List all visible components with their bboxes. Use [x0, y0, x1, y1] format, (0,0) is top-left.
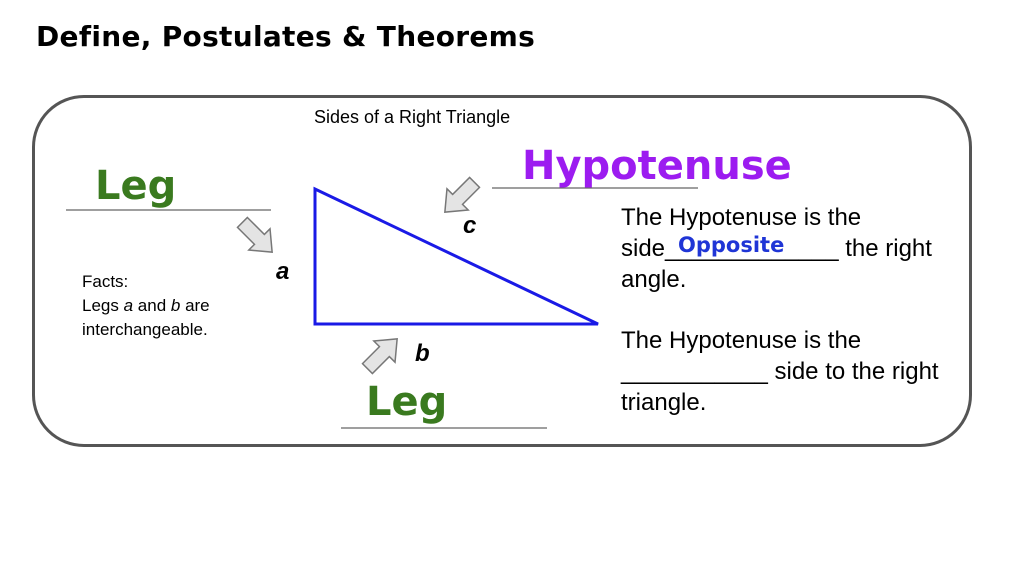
leg-bottom-label: Leg [366, 379, 448, 425]
hypotenuse-note-1: The Hypotenuse is the side_____________ … [621, 202, 932, 295]
note2-line3: triangle. [621, 389, 707, 416]
facts-heading: Facts: [82, 272, 129, 291]
facts-a: a [123, 296, 134, 315]
content-frame [32, 95, 972, 447]
side-b-label: b [415, 340, 430, 367]
note2-line2: ___________ side to the right [621, 358, 939, 385]
side-a-label: a [276, 258, 290, 285]
filled-answer-opposite: Opposite [678, 233, 785, 257]
leg-top-label: Leg [95, 163, 177, 209]
note1-line3: angle. [621, 266, 687, 293]
hypotenuse-label: Hypotenuse [522, 143, 792, 189]
page-title: Define, Postulates & Theorems [36, 20, 536, 53]
right-triangle [313, 186, 599, 326]
arrow-down-right-icon [236, 216, 273, 253]
note2-line1: The Hypotenuse is the [621, 327, 862, 354]
hypotenuse-note-2: The Hypotenuse is the ___________ side t… [621, 325, 939, 418]
facts-b: b [170, 296, 181, 315]
arrow-down-left-icon [444, 176, 481, 213]
note1-line1: The Hypotenuse is the [621, 204, 862, 231]
facts-mid: and [133, 296, 171, 315]
facts-post: are interchangeable. [82, 296, 210, 339]
facts-note: Facts: Legs a and b are interchangeable. [82, 270, 282, 342]
side-c-label: c [463, 212, 477, 239]
note1-line2: side_____________ the right [621, 235, 932, 262]
arrow-up-right-icon [361, 338, 398, 375]
facts-pre: Legs [82, 296, 124, 315]
diagram-title: Sides of a Right Triangle [314, 107, 511, 127]
facts-text: Legs a and b are interchangeable. [82, 294, 282, 342]
